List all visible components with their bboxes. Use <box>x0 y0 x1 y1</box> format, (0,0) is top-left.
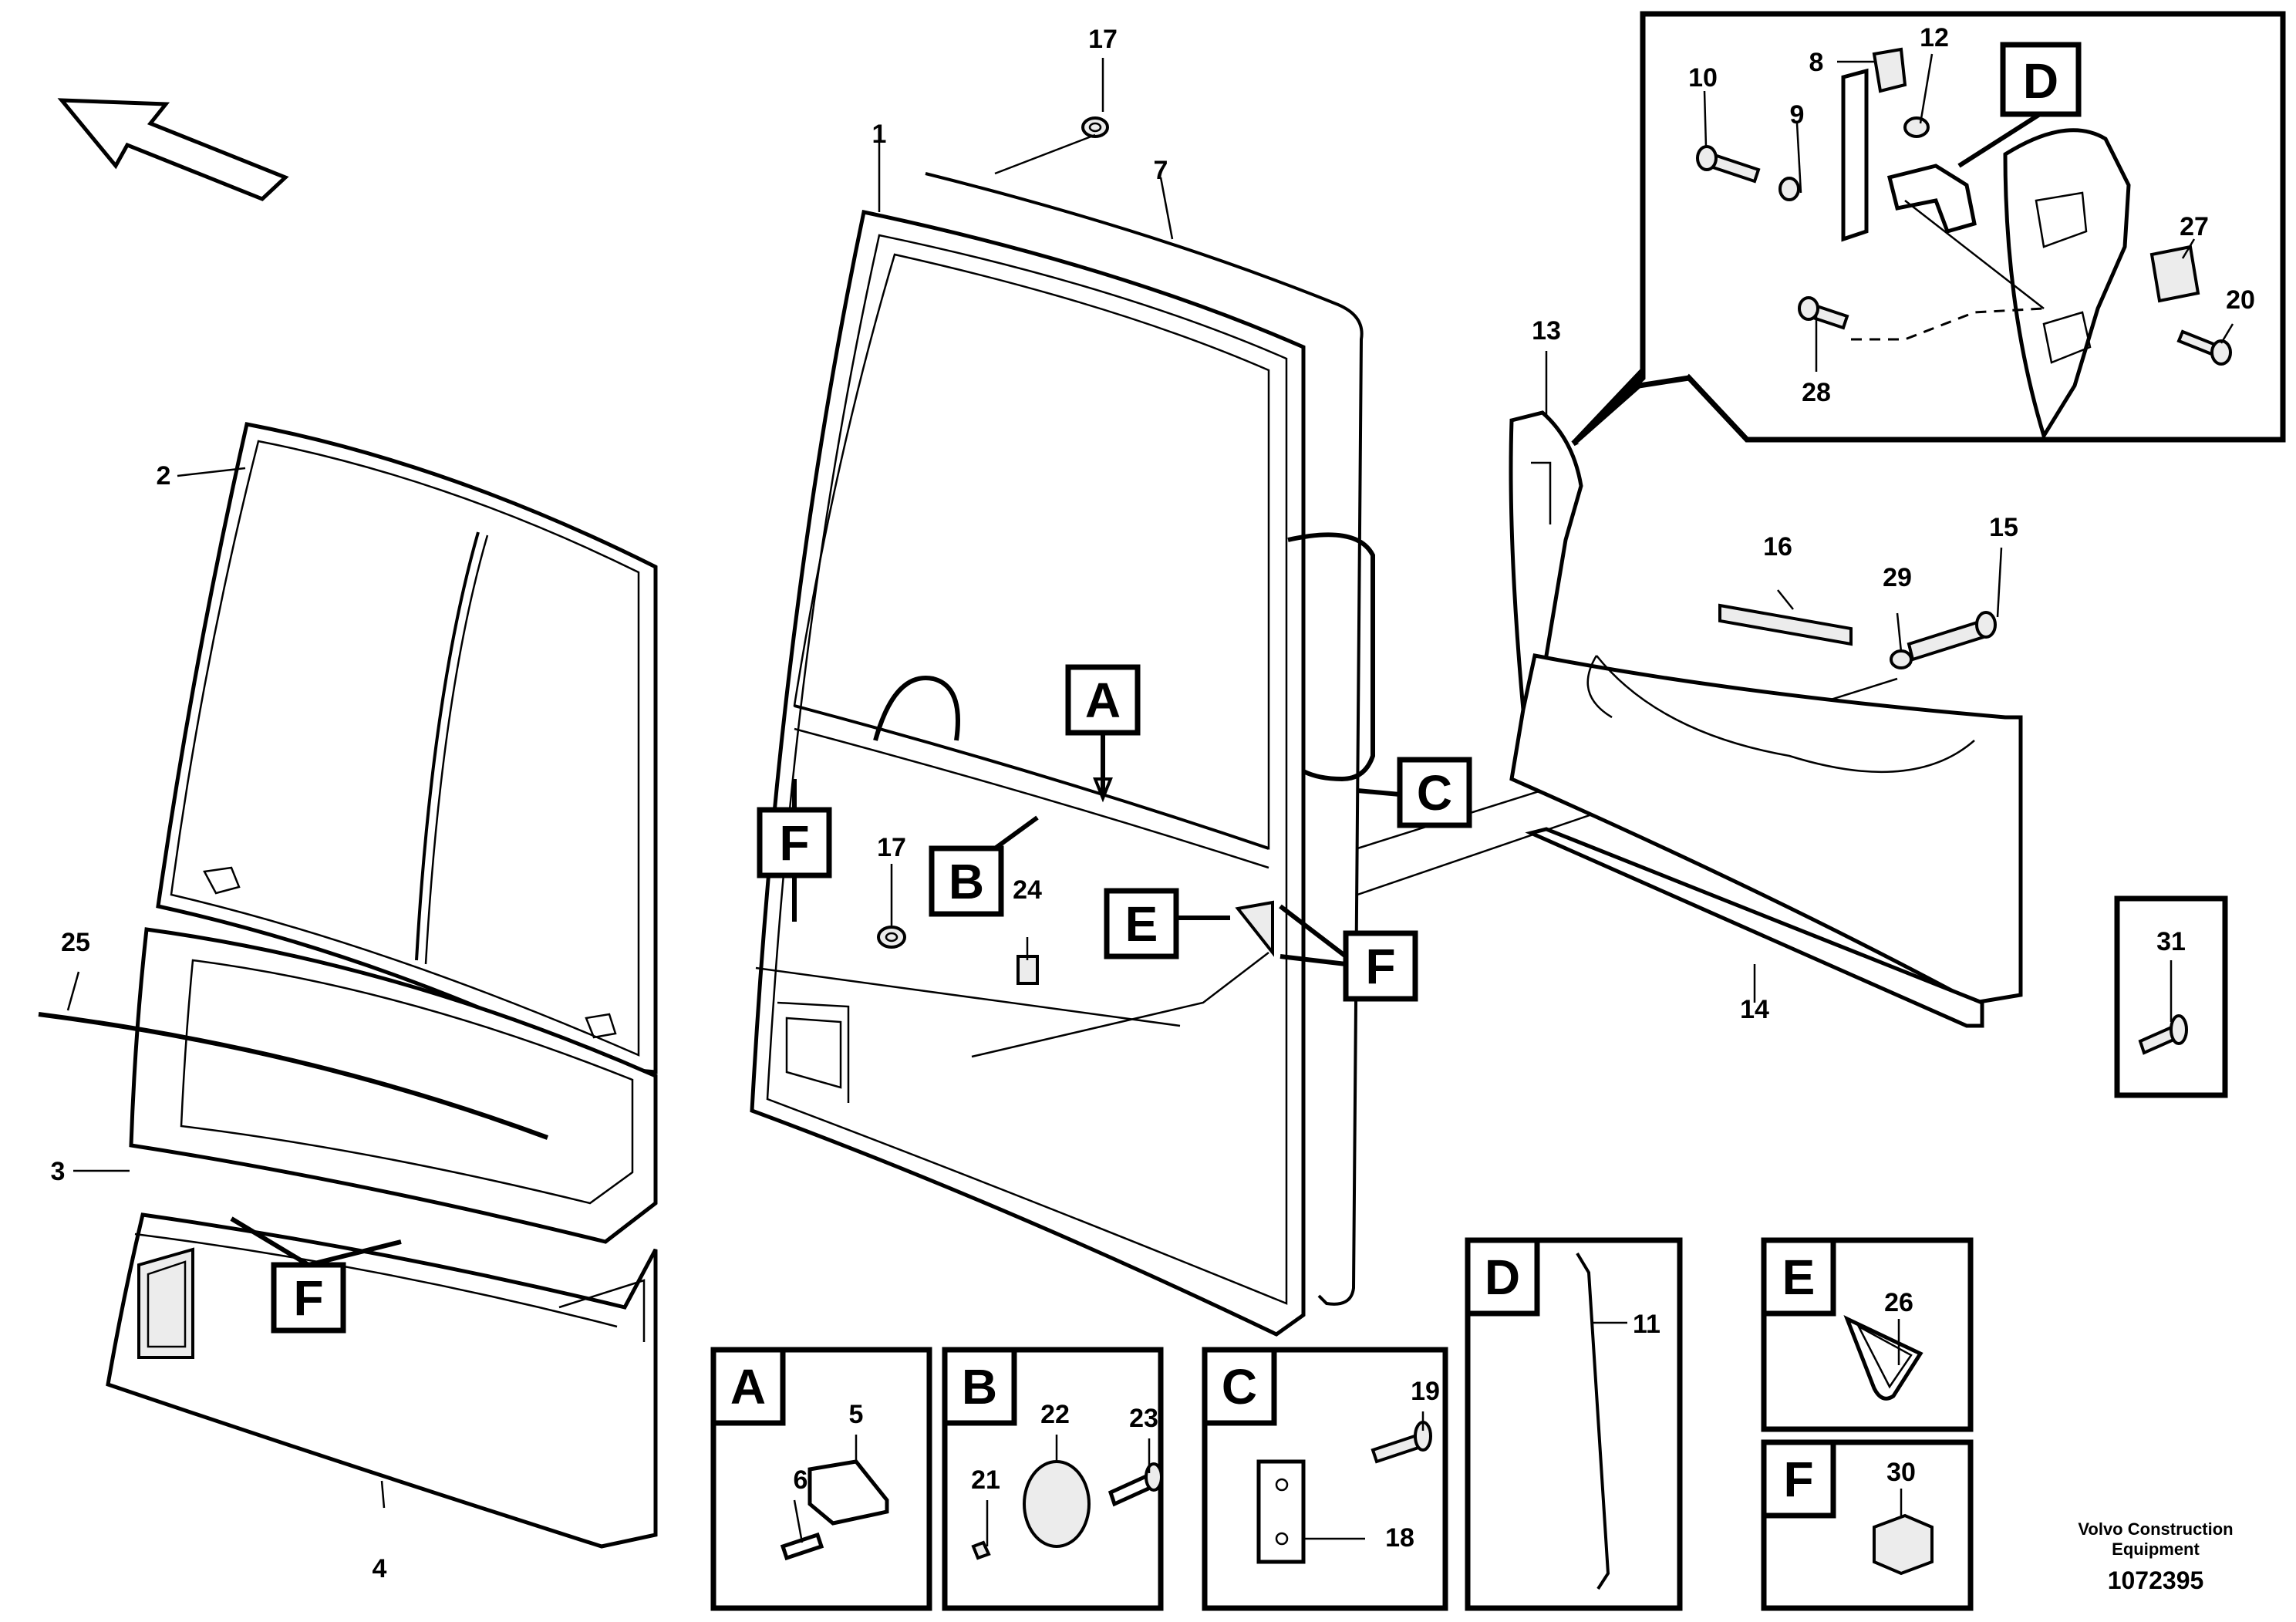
part-2-upper-window <box>156 422 658 1074</box>
detail-box-c <box>1202 1347 1448 1611</box>
callout-16: 16 <box>1763 532 1792 561</box>
credit-line1: Volvo Construction <box>2078 1519 2233 1539</box>
callout-17-top: 17 <box>1088 25 1118 54</box>
callout-6: 6 <box>794 1465 808 1495</box>
callout-3: 3 <box>51 1157 66 1186</box>
callout-9: 9 <box>1790 100 1805 130</box>
callout-7: 7 <box>1154 156 1168 185</box>
callout-2: 2 <box>157 461 171 491</box>
callout-8: 8 <box>1809 48 1824 77</box>
part-25-seal-strip <box>38 1012 549 1140</box>
callout-14: 14 <box>1740 995 1769 1024</box>
callout-13: 13 <box>1532 316 1561 346</box>
callout-31: 31 <box>2156 927 2186 956</box>
part-1-door-frame <box>750 210 1306 1337</box>
direction-arrow-icon <box>57 98 289 201</box>
detail-box-d <box>1465 1237 1683 1611</box>
detail-f-title: F <box>1783 1452 1813 1507</box>
credit-line2: Equipment <box>2112 1539 2200 1559</box>
callout-21: 21 <box>971 1465 1000 1495</box>
detail-box-f <box>1761 1439 1974 1611</box>
part-14-strip <box>1525 827 1984 1028</box>
inner-grab-handle <box>873 676 960 741</box>
callout-20: 20 <box>2226 285 2255 315</box>
callout-23: 23 <box>1129 1404 1158 1433</box>
part-26-triangular-cover <box>1235 900 1274 957</box>
detail-a-title: A <box>730 1359 766 1415</box>
connector-line <box>755 966 1181 1027</box>
drawing-number: 1072395 <box>2108 1566 2204 1594</box>
detail-e-title: E <box>1782 1249 1816 1305</box>
part-24-clip <box>1017 955 1039 985</box>
letter-b-ref: B <box>949 854 984 909</box>
callout-5: 5 <box>849 1400 864 1429</box>
callout-29: 29 <box>1883 563 1912 592</box>
letter-a-ref: A <box>1085 673 1121 728</box>
letter-f-ref-2: F <box>1365 939 1395 994</box>
detail-c-title: C <box>1222 1359 1257 1415</box>
part-17-grommet-top <box>1081 116 1109 138</box>
part-15-screw <box>1907 611 1997 662</box>
callout-30: 30 <box>1886 1458 1916 1487</box>
letter-e-ref: E <box>1125 896 1158 952</box>
part-14-inner-panel <box>1509 653 2023 1005</box>
detail-b-title: B <box>962 1359 997 1415</box>
callout-15: 15 <box>1989 513 2018 542</box>
part-7-door-seal <box>925 172 1364 1306</box>
detail-d-title: D <box>1485 1249 1520 1305</box>
detail-box-b <box>942 1347 1164 1611</box>
callout-24: 24 <box>1013 875 1042 905</box>
detail-d-inset <box>1571 11 2286 447</box>
letter-c-ref: C <box>1417 765 1452 821</box>
callout-28: 28 <box>1802 378 1831 407</box>
detail-box-e <box>1761 1237 1974 1432</box>
part-31-box <box>2114 895 2228 1098</box>
letter-f-ref-1: F <box>779 815 809 871</box>
callout-17-lower: 17 <box>877 833 906 862</box>
door-handle <box>1287 532 1375 782</box>
part-4-lower-panel <box>106 1212 658 1549</box>
callout-26: 26 <box>1884 1288 1913 1317</box>
callout-12: 12 <box>1920 23 1949 52</box>
callout-19: 19 <box>1411 1377 1440 1406</box>
callout-18: 18 <box>1385 1523 1414 1553</box>
part-16-strip <box>1718 603 1853 646</box>
callout-25: 25 <box>61 928 90 957</box>
letter-d-ref: D <box>2023 53 2058 109</box>
callout-10: 10 <box>1688 63 1718 93</box>
part-17-grommet-lower <box>877 926 906 949</box>
callout-11: 11 <box>1633 1310 1660 1339</box>
connector-line <box>971 952 1269 1058</box>
letter-f-ref-3: F <box>293 1270 323 1326</box>
callout-1: 1 <box>872 120 887 149</box>
callout-4: 4 <box>373 1554 387 1583</box>
part-13-bracket <box>1509 410 1583 716</box>
callout-22: 22 <box>1040 1400 1070 1429</box>
callout-27: 27 <box>2180 212 2209 241</box>
part-29-washer <box>1890 649 1913 669</box>
detail-box-a <box>710 1347 932 1611</box>
